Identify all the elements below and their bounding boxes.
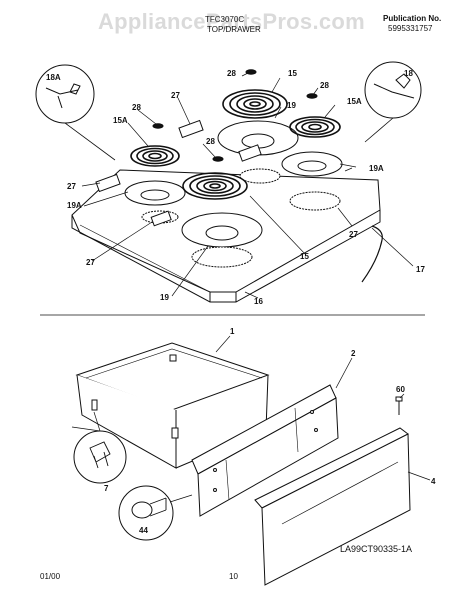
callout-15a: 15A: [347, 97, 362, 106]
page-number: 10: [229, 572, 238, 581]
callout-18a: 18A: [46, 73, 61, 82]
detail-circle-18a: [35, 64, 116, 161]
drawing-code: LA99CT90335-1A: [340, 544, 413, 554]
publication-label: Publication No.: [383, 14, 442, 23]
element-right-small: [289, 116, 341, 138]
drawer-body: [75, 342, 270, 469]
callout-2: 2: [351, 349, 356, 358]
callout-27: 27: [171, 91, 180, 100]
callout-19: 19: [160, 293, 169, 302]
detail-circle-18: [364, 61, 422, 143]
callout-4: 4: [431, 477, 436, 486]
model-number: TFC3070C: [205, 15, 245, 24]
callout-labels: 18A 18 28 15 28 15A 28 27 19 15A 28 19A …: [46, 69, 436, 535]
wire-harness: [361, 225, 383, 283]
callout-28: 28: [206, 137, 215, 146]
element-rear-large: [222, 89, 288, 119]
section-title: TOP/DRAWER: [207, 25, 261, 34]
callout-19: 19: [287, 101, 296, 110]
callout-19a: 19A: [67, 201, 82, 210]
element-left-large: [182, 172, 248, 200]
callout-28: 28: [320, 81, 329, 90]
detail-circle-7: [71, 411, 127, 484]
callout-15a: 15A: [113, 116, 128, 125]
leader-lines-bottom: [215, 335, 431, 481]
callout-18: 18: [404, 69, 413, 78]
callout-19a: 19A: [369, 164, 384, 173]
callout-27: 27: [67, 182, 76, 191]
callout-27: 27: [349, 230, 358, 239]
drawer-front: [254, 427, 411, 586]
callout-28: 28: [227, 69, 236, 78]
callout-1: 1: [230, 327, 235, 336]
callout-16: 16: [254, 297, 263, 306]
callout-7: 7: [104, 484, 109, 493]
footer-date: 01/00: [40, 572, 61, 581]
element-left-small: [130, 145, 180, 167]
callout-44: 44: [139, 526, 148, 535]
callout-15: 15: [288, 69, 297, 78]
receptacle-blocks: [95, 119, 262, 227]
callout-28: 28: [132, 103, 141, 112]
leader-lines-top: [81, 71, 414, 299]
callout-60: 60: [396, 385, 405, 394]
surface-elements: [130, 89, 341, 200]
callout-27: 27: [86, 258, 95, 267]
callout-17: 17: [416, 265, 425, 274]
callout-15: 15: [300, 252, 309, 261]
watermark: AppliancePartsPros.com: [97, 9, 366, 34]
detail-circle-44: [118, 485, 193, 541]
publication-number: 5995331757: [388, 24, 433, 33]
drawer-front-panel: [191, 384, 339, 517]
screw: [395, 396, 403, 415]
